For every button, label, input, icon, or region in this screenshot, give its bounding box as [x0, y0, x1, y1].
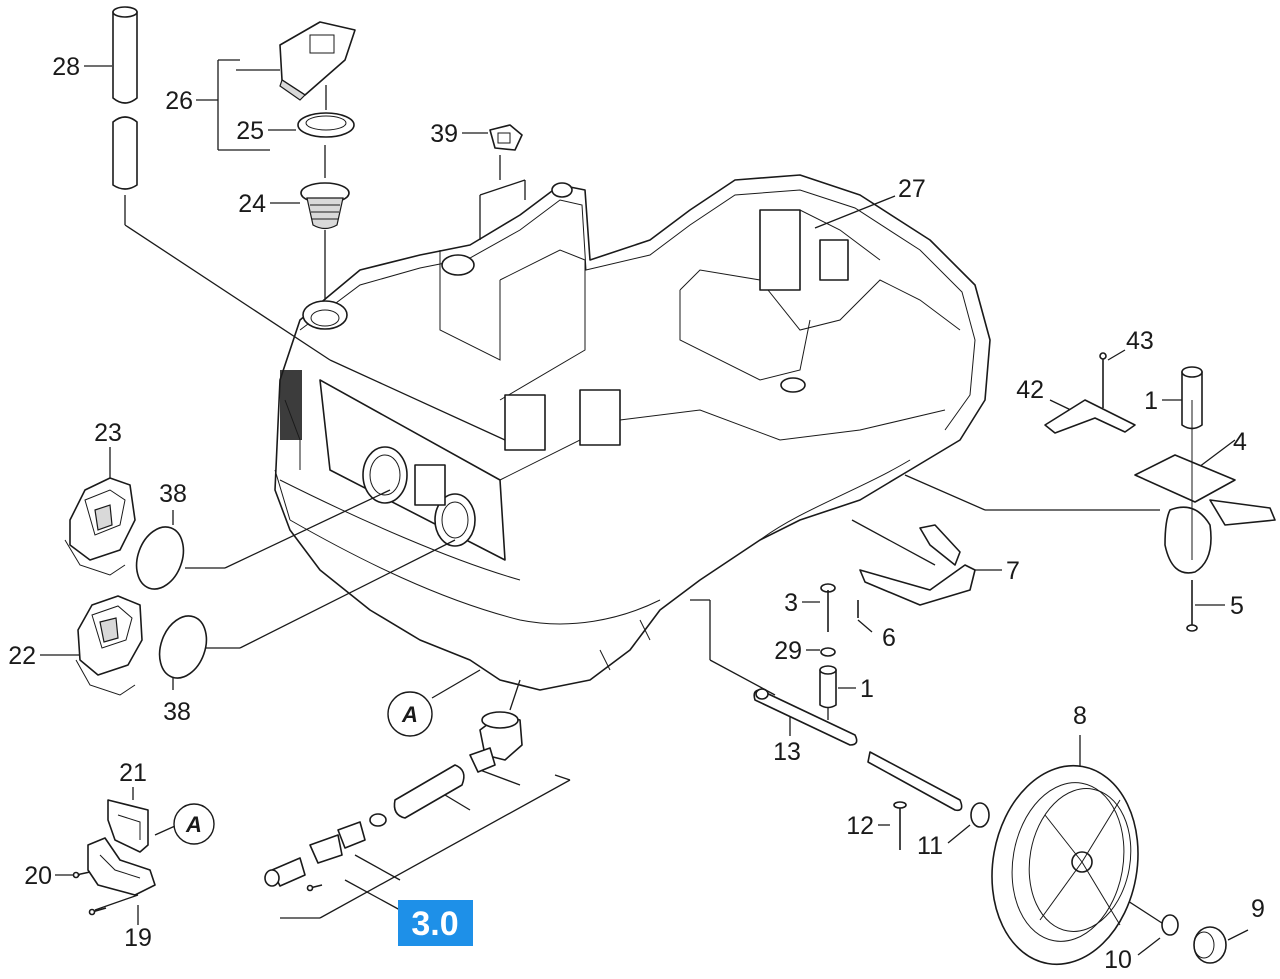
part-4-caster	[1134, 400, 1276, 574]
part-22-coupling	[75, 595, 143, 696]
label-23: 23	[94, 419, 122, 447]
housing-body	[274, 174, 991, 691]
part-38-seal-lower	[158, 615, 208, 679]
label-26: 26	[165, 87, 193, 115]
part-9-cap	[1193, 926, 1227, 964]
label-13: 13	[773, 738, 801, 766]
part-8-wheel	[991, 764, 1139, 966]
label-10: 10	[1104, 946, 1132, 974]
part-26-cover	[279, 21, 356, 101]
part-25-seal-ring	[297, 112, 355, 138]
part-3-bolt	[820, 583, 836, 632]
part-24-filter-basket	[300, 182, 350, 230]
badge-background	[398, 900, 473, 946]
label-8: 8	[1073, 702, 1087, 730]
part-38-seal-upper	[135, 526, 185, 590]
label-9: 9	[1251, 895, 1265, 923]
label-38-lower: 38	[163, 698, 191, 726]
label-22: 22	[8, 642, 36, 670]
part-28-tube	[112, 6, 138, 190]
label-24: 24	[238, 190, 266, 218]
part-21-plate	[107, 799, 149, 853]
part-39-clip	[489, 124, 523, 151]
part-29-washer	[820, 647, 836, 657]
part-23-coupling	[64, 477, 136, 576]
housing-dark-panel	[280, 370, 302, 440]
part-10-nut	[1161, 914, 1179, 936]
ref-a-text-lower: A	[185, 812, 202, 837]
part-labels: 28 26 25 24 39 27 23 38 22 38 21 20 19 1…	[8, 53, 1265, 974]
part-13-axle	[753, 688, 858, 746]
part-43-screw-head	[1099, 352, 1107, 360]
label-1-right: 1	[1144, 387, 1158, 415]
label-5: 5	[1230, 592, 1244, 620]
label-1-center: 1	[860, 675, 874, 703]
assembly-badge-3-0: 3.0	[398, 900, 473, 946]
ref-a-text-upper: A	[401, 702, 418, 727]
label-43: 43	[1126, 327, 1154, 355]
drain-hose-assembly	[264, 711, 523, 887]
label-25: 25	[236, 117, 264, 145]
label-42: 42	[1016, 376, 1044, 404]
wheel-shaft	[867, 751, 963, 812]
label-38-upper: 38	[159, 480, 187, 508]
part-5-bolt	[1186, 580, 1198, 632]
label-20: 20	[24, 862, 52, 890]
leader-lines	[40, 59, 1249, 956]
label-29: 29	[774, 637, 802, 665]
label-3: 3	[784, 589, 798, 617]
label-4: 4	[1233, 428, 1247, 456]
ref-marker-a-upper: A	[387, 691, 433, 737]
label-19: 19	[124, 924, 152, 952]
label-12: 12	[846, 812, 874, 840]
part-1-sleeve	[819, 665, 837, 709]
label-21: 21	[119, 759, 147, 787]
part-11-washer	[970, 802, 990, 828]
label-39: 39	[430, 120, 458, 148]
screws-20	[72, 871, 323, 916]
ref-marker-a-lower: A	[173, 803, 215, 845]
part-42-plate	[1044, 399, 1136, 434]
part-12-pin	[893, 801, 907, 850]
part-19-bracket	[87, 837, 156, 896]
label-6: 6	[882, 624, 896, 652]
label-27: 27	[898, 175, 926, 203]
label-28: 28	[52, 53, 80, 81]
label-11: 11	[917, 832, 943, 860]
badge-text: 3.0	[411, 905, 458, 943]
part-7-handle	[859, 524, 976, 606]
label-7: 7	[1006, 557, 1020, 585]
